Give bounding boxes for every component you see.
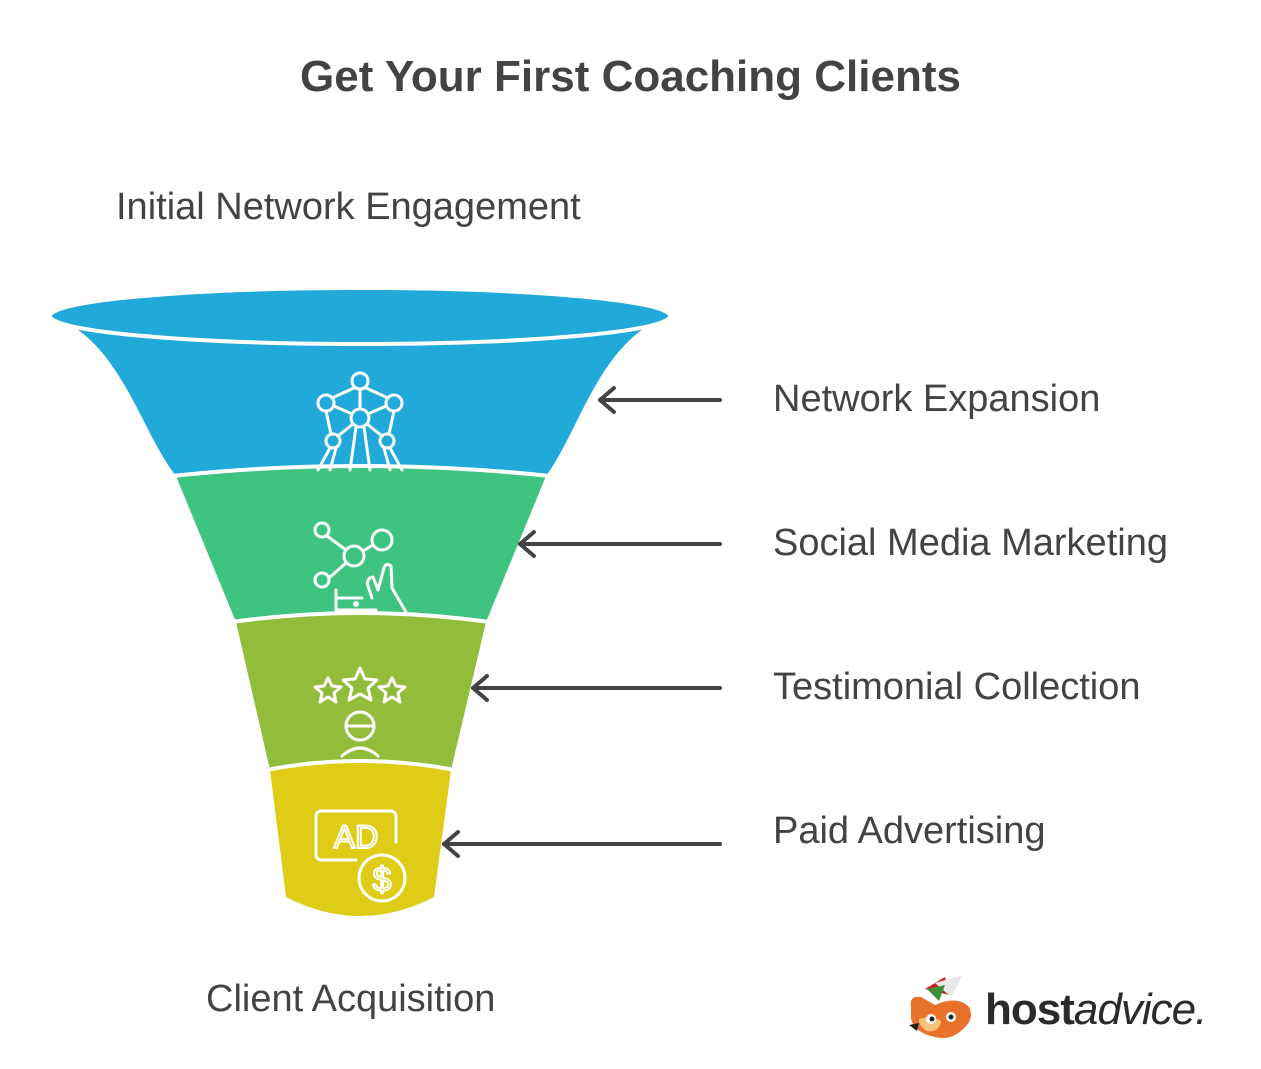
hostadvice-logo: hostadvice.	[905, 975, 1207, 1045]
logo-text-light: advice.	[1073, 985, 1207, 1034]
funnel-bottom-label: Client Acquisition	[206, 978, 496, 1020]
logo-text-bold: host	[985, 985, 1075, 1034]
svg-text:$: $	[373, 861, 392, 899]
stage-label-testimonial-collection: Testimonial Collection	[773, 666, 1141, 708]
arrow-social-media-marketing	[518, 530, 722, 558]
stage-label-social-media-marketing: Social Media Marketing	[773, 522, 1168, 564]
arrow-paid-advertising	[442, 830, 722, 858]
social-media-phone-icon	[313, 521, 408, 614]
ad-dollar-icon: AD $	[314, 809, 407, 903]
atomium-network-icon	[316, 371, 404, 472]
arrows	[442, 386, 722, 858]
funnel-stage-social-media-marketing	[176, 466, 546, 622]
arrow-testimonial-collection	[471, 674, 722, 702]
fox-mascot-icon	[909, 975, 971, 1038]
arrow-network-expansion	[598, 386, 722, 414]
svg-text:AD: AD	[334, 819, 378, 855]
stage-label-paid-advertising: Paid Advertising	[773, 810, 1046, 852]
page-title: Get Your First Coaching Clients	[300, 52, 961, 101]
funnel-top-label: Initial Network Engagement	[116, 186, 581, 228]
stars-rating-person-icon	[313, 666, 407, 758]
stage-label-network-expansion: Network Expansion	[773, 378, 1101, 420]
funnel-rim	[48, 286, 672, 346]
funnel-stage-testimonial-collection	[236, 613, 486, 770]
